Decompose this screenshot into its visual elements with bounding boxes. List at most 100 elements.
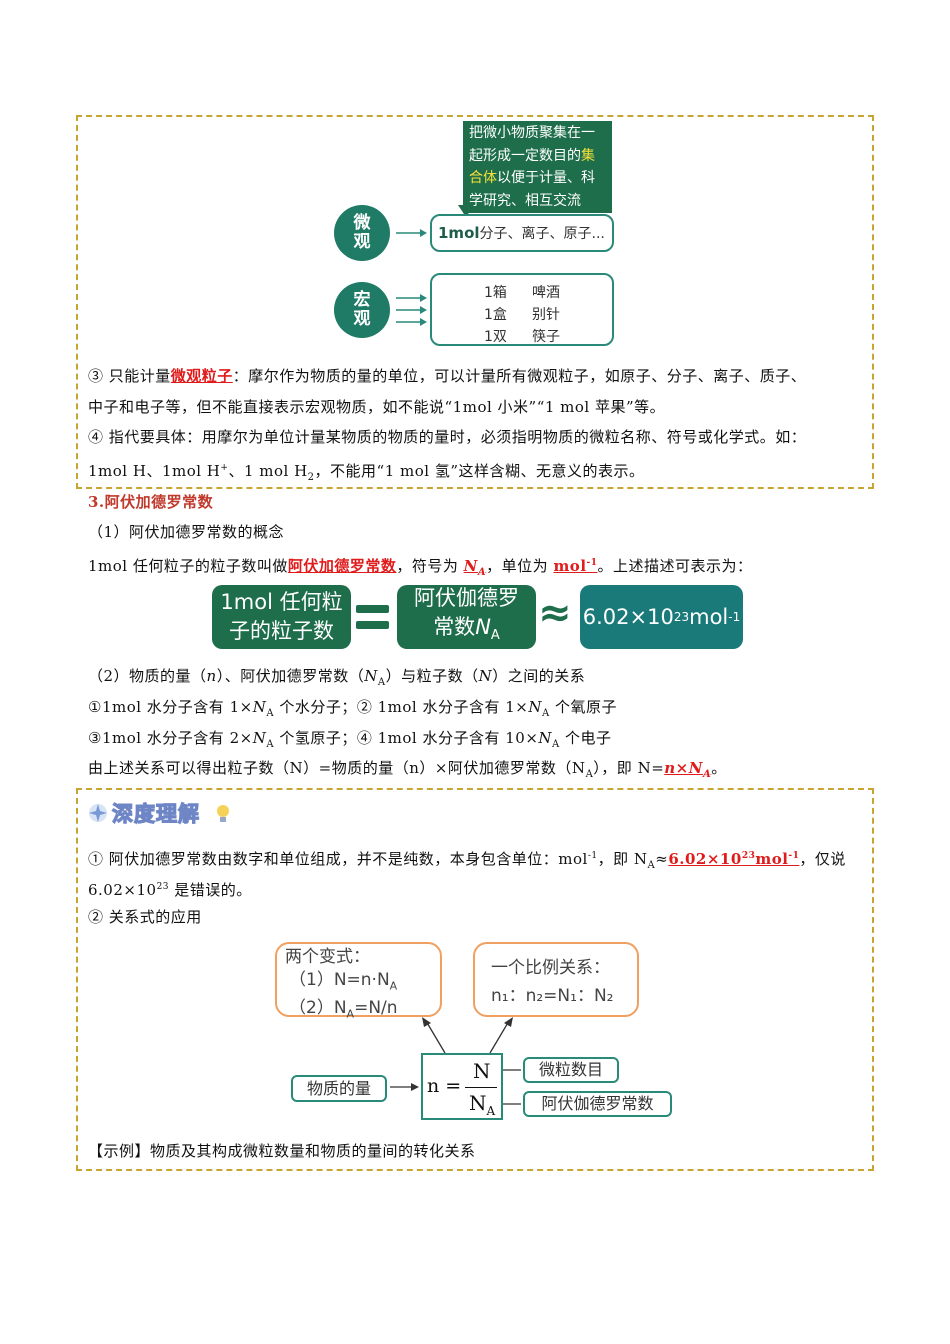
tooltip-line-4: 学研究、相互交流	[469, 192, 581, 209]
deep-point-1-tail: ，仅说	[799, 850, 846, 868]
macro-arrows-icon	[396, 294, 427, 326]
section-heading: 3.阿伏加德罗常数	[88, 493, 214, 511]
micro-circle: 微 观	[334, 205, 390, 261]
point-4-part-2: 、1 mol H	[228, 462, 308, 480]
deep-point-1-text: ① 阿伏加德罗常数由数字和单位组成，并不是纯数，本身包含单位：mol	[88, 850, 588, 868]
symbol-highlight: NA	[463, 557, 487, 578]
relation-sub: A	[377, 677, 386, 688]
variant-1-text: （1）N=n·N	[289, 970, 390, 990]
eq-box-2-text: 常数	[433, 614, 476, 639]
tooltip-highlight-1: 集	[581, 147, 595, 164]
tooltip-line-2: 起形成一定数目的	[469, 147, 581, 164]
unit-sup: -1	[586, 558, 598, 568]
macro-item-3: 筷子	[532, 329, 560, 345]
formula-sub: A	[702, 769, 712, 780]
macro-item-1: 啤酒	[532, 285, 560, 301]
tooltip-highlight-2: 合体	[469, 170, 497, 186]
deep-point-1-mid: ，即 N	[597, 850, 648, 868]
amount-of-substance-tag: 物质的量	[291, 1075, 387, 1102]
ratio-box: 一个比例关系： n₁：n₂=N₁：N₂	[473, 942, 639, 1017]
micro-box: 1mol分子、离子、原子...	[430, 214, 614, 252]
eq-box-2-line-2: 常数NA	[433, 613, 500, 650]
badge-text: 深度理解	[111, 801, 200, 826]
variant-1: （1）N=n·NA	[285, 969, 440, 997]
variant-2: （2）NA=N/n	[285, 997, 440, 1025]
avogadro-constant-tag: 阿伏伽德罗常数	[523, 1091, 672, 1117]
micro-char-1: 微	[353, 213, 371, 233]
unit-highlight: mol-1	[553, 557, 597, 575]
formula-text: n×N	[664, 759, 703, 777]
macro-box: 1箱 1盒 1双 啤酒 别针 筷子	[430, 273, 614, 346]
point-4-sup: +	[220, 463, 229, 473]
point-4-sub: 2	[307, 472, 315, 483]
deep-understanding-badge: 深度理解	[86, 797, 234, 827]
tooltip-line-3: 以便于计量、科	[497, 170, 595, 186]
variant-2-sub: A	[346, 1007, 355, 1021]
eq-box-1-line-2: 子的粒子数	[229, 619, 334, 643]
conclusion-mid: ），即 N=	[593, 759, 665, 777]
formula-numerator: N	[473, 1059, 491, 1083]
conclusion-sub: A	[585, 769, 594, 780]
formula-den-N: N	[469, 1091, 487, 1115]
symbol-n: N	[463, 557, 478, 575]
avogadro-highlight: 阿伏加德罗常数	[287, 557, 397, 575]
eq-value-base: 6.02×10	[582, 605, 674, 629]
deep-point-1b-exp: 23	[156, 882, 170, 892]
macro-item-2: 别针	[532, 307, 560, 323]
aggregate-tooltip: 把微小物质聚集在一 起形成一定数目的集 合体以便于计量、科 学研究、相互交流	[463, 121, 612, 213]
point-4-line-2: 1mol H、1mol H+、1 mol H2，不能用“1 mol 氢”这样含糊…	[88, 458, 645, 488]
deep-point-2: ② 关系式的应用	[88, 908, 202, 926]
eq-value-exp: 23	[673, 610, 690, 624]
fraction-bar	[465, 1087, 497, 1088]
mole-concept-box	[76, 115, 874, 489]
micro-box-bold: 1mol	[438, 224, 480, 242]
eq-box-2-sub: A	[490, 628, 500, 644]
variants-title: 两个变式：	[285, 947, 370, 967]
eq-value-unit: mol	[689, 605, 729, 629]
conclusion-end: 。	[711, 759, 727, 777]
deep-point-1-line-2: 6.02×1023 是错误的。	[88, 877, 252, 900]
macro-unit-3: 1双	[484, 329, 507, 345]
conclusion-line: 由上述关系可以得出粒子数（N）=物质的量（n）×阿伏加德罗常数（NA），即 N=…	[88, 758, 727, 785]
point-4-line-1: ④ 指代要具体：用摩尔为单位计量某物质的物质的量时，必须指明物质的微粒名称、符号…	[88, 428, 807, 446]
deep-point-1b-base: 6.02×10	[88, 881, 157, 899]
micro-particle-highlight: 微观粒子	[170, 367, 233, 385]
definition-mid: ，符号为	[396, 557, 464, 575]
variant-1-sub: A	[389, 979, 398, 993]
formula-n: n =	[427, 1075, 462, 1097]
relation-part-c: ）与粒子数（	[385, 667, 479, 685]
macro-items: 啤酒 别针 筷子	[532, 282, 560, 348]
point-3-line-2: 中子和电子等，但不能直接表示宏观物质，如不能说“1mol 小米”“1 mol 苹…	[88, 398, 666, 416]
eq-box-1-line-1: 1mol 任何粒	[220, 590, 343, 614]
formula-den-sub: A	[486, 1104, 496, 1118]
symbol-sub: A	[477, 567, 487, 578]
deep-value-unit: mol	[755, 850, 789, 868]
deep-point-1-line-1: ① 阿伏加德罗常数由数字和单位组成，并不是纯数，本身包含单位：mol -1 ，即 N…	[88, 846, 846, 876]
point-4-part-1: 1mol H、1mol H	[88, 462, 221, 480]
relation-N2: N	[478, 667, 493, 685]
macro-char-1: 宏	[353, 290, 371, 310]
eq-box-avogadro: 阿伏伽德罗 常数NA	[397, 585, 536, 649]
deep-understanding-box	[76, 788, 874, 1171]
unit-mol: mol	[553, 557, 587, 575]
approx-symbol: ≈	[538, 590, 572, 636]
point-3-prefix: ③ 只能计量	[88, 367, 171, 385]
deep-point-1-sub: A	[647, 860, 656, 871]
relation-n: n	[206, 667, 217, 685]
macro-unit-1: 1箱	[484, 285, 507, 301]
ratio-title: 一个比例关系：	[491, 958, 610, 978]
relation-example-2: ③1mol 水分子含有 2×NA 个氢原子；④ 1mol 水分子含有 10×NA…	[88, 729, 612, 750]
relation-example-1: ①1mol 水分子含有 1×NA 个水分子；② 1mol 水分子含有 1×NA …	[88, 698, 617, 719]
deep-value-unit-exp: -1	[788, 851, 800, 861]
definition-prefix: 1mol 任何粒子的粒子数叫做	[88, 557, 288, 575]
relation-part-b: ）、阿伏加德罗常数（	[216, 667, 365, 685]
micro-char-2: 观	[353, 232, 371, 252]
point-3-line-1: ③ 只能计量微观粒子：摩尔作为物质的量的单位，可以计量所有微观粒子，如原子、分子…	[88, 366, 806, 386]
deep-value-base: 6.02×10	[668, 850, 742, 868]
relation-part-d: ）之间的关系	[492, 667, 586, 685]
tooltip-line-1: 把微小物质聚集在一	[469, 125, 595, 141]
point-3-text: ：摩尔作为物质的量的单位，可以计量所有微观粒子，如原子、分子、离子、质子、	[232, 367, 807, 385]
formula-box: n = N NA	[421, 1053, 503, 1120]
point-4-part-3: ，不能用“1 mol 氢”这样含糊、无意义的表示。	[314, 462, 645, 480]
